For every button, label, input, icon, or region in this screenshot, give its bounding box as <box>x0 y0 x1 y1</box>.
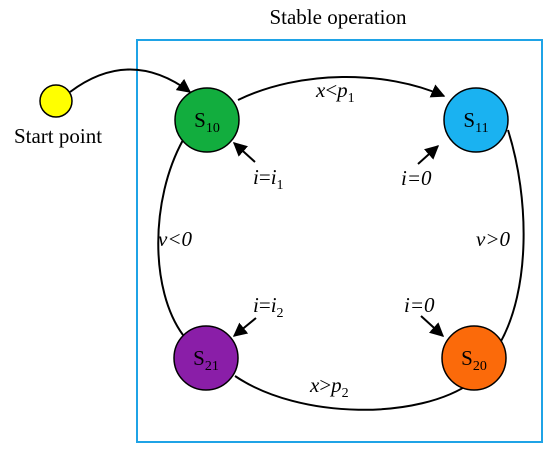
start-transition-edge <box>69 68 192 93</box>
edge-s10-to-s21 <box>157 139 184 336</box>
current-arrow-s20 <box>420 315 445 337</box>
edge-s10-to-s11 <box>237 75 446 101</box>
state-s10: S10 <box>174 87 240 153</box>
current-arrow-s21 <box>232 317 257 337</box>
current-label-s11: i=0 <box>401 166 432 190</box>
edge-s11-to-s20 <box>499 129 525 344</box>
svg-text:S10: S10 <box>194 108 220 136</box>
transition-label-right: v>0 <box>476 227 510 251</box>
start-point-label: Start point <box>14 124 102 148</box>
current-arrow-s10 <box>232 142 256 163</box>
transition-label-left: v<0 <box>158 227 192 251</box>
stable-operation-box <box>136 39 543 443</box>
edge-s20-to-s21 <box>234 375 473 411</box>
state-s11: S11 <box>443 87 509 153</box>
diagram-title: Stable operation <box>269 5 407 29</box>
transition-label-top: x<p1 <box>315 78 355 106</box>
current-label-s10: i=i1 <box>253 165 284 193</box>
svg-text:S11: S11 <box>463 108 488 136</box>
current-label-s20: i=0 <box>404 293 435 317</box>
current-label-s21: i=i2 <box>253 293 284 321</box>
transition-label-bottom: x>p2 <box>309 373 349 401</box>
svg-text:S20: S20 <box>461 346 487 374</box>
start-point-node <box>39 84 73 118</box>
svg-text:S21: S21 <box>193 346 219 374</box>
current-arrow-s11 <box>417 145 440 165</box>
state-s21: S21 <box>173 325 239 391</box>
state-s20: S20 <box>441 325 507 391</box>
